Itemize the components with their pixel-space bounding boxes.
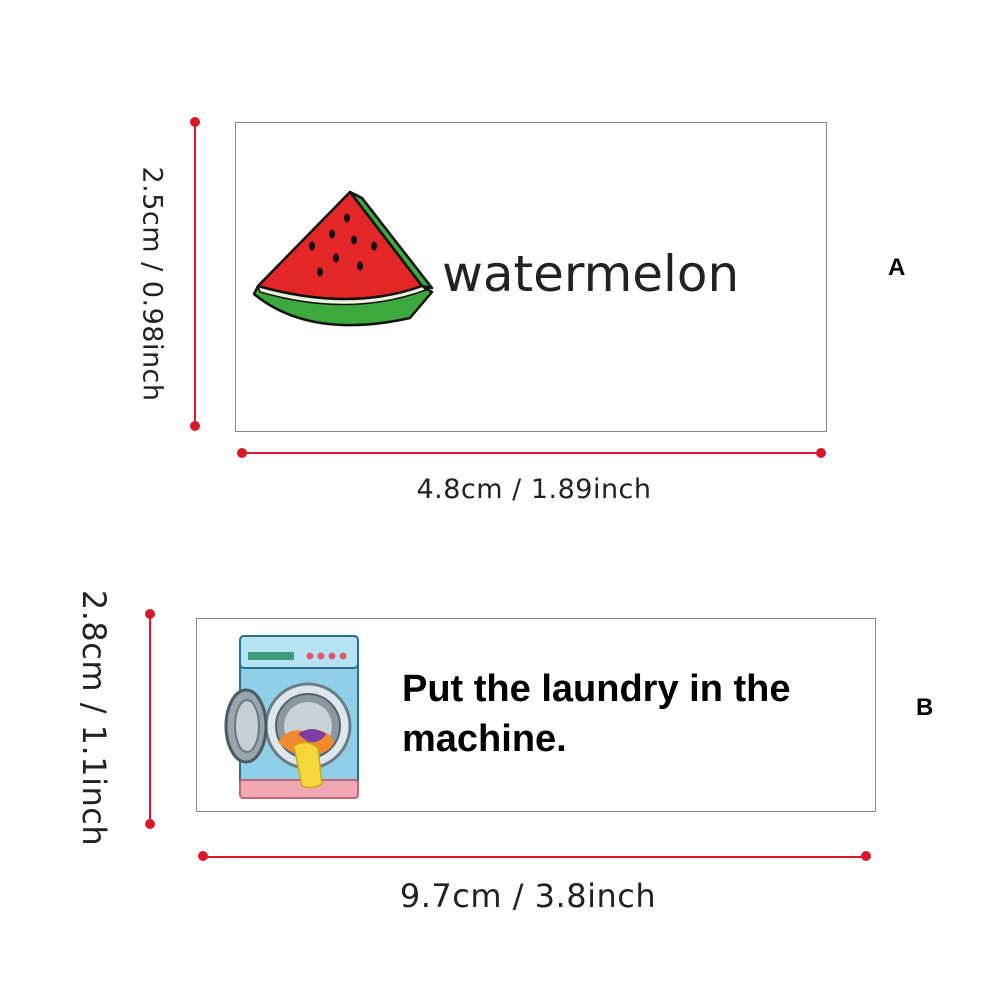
dimension-dot — [190, 117, 200, 127]
card-b-height-line — [149, 614, 151, 824]
dimension-dot — [861, 851, 871, 861]
dimension-dot — [198, 851, 208, 861]
dimension-dot — [190, 421, 200, 431]
card-a-width-label: 4.8cm / 1.89inch — [416, 474, 652, 505]
card-a-height-text: 2.5cm / 0.98inch — [136, 166, 168, 402]
card-b-width-label: 9.7cm / 3.8inch — [399, 877, 657, 915]
dimension-dot — [237, 448, 247, 458]
dimension-dot — [816, 448, 826, 458]
card-a-label: A — [888, 254, 906, 281]
card-b-sentence: Put the laundry in the machine. — [402, 668, 791, 760]
card-b-width-line — [203, 856, 866, 858]
dimension-dot — [145, 819, 155, 829]
card-a-width-line — [242, 452, 821, 454]
card-a-word: watermelon — [442, 245, 740, 303]
washing-machine-icon — [224, 635, 359, 799]
dimension-dot — [145, 609, 155, 619]
watermelon-slice-icon — [252, 190, 434, 327]
card-b-label: B — [916, 694, 934, 721]
card-b-height-text: 2.8cm / 1.1inch — [75, 589, 113, 847]
card-a-height-line — [194, 122, 196, 426]
